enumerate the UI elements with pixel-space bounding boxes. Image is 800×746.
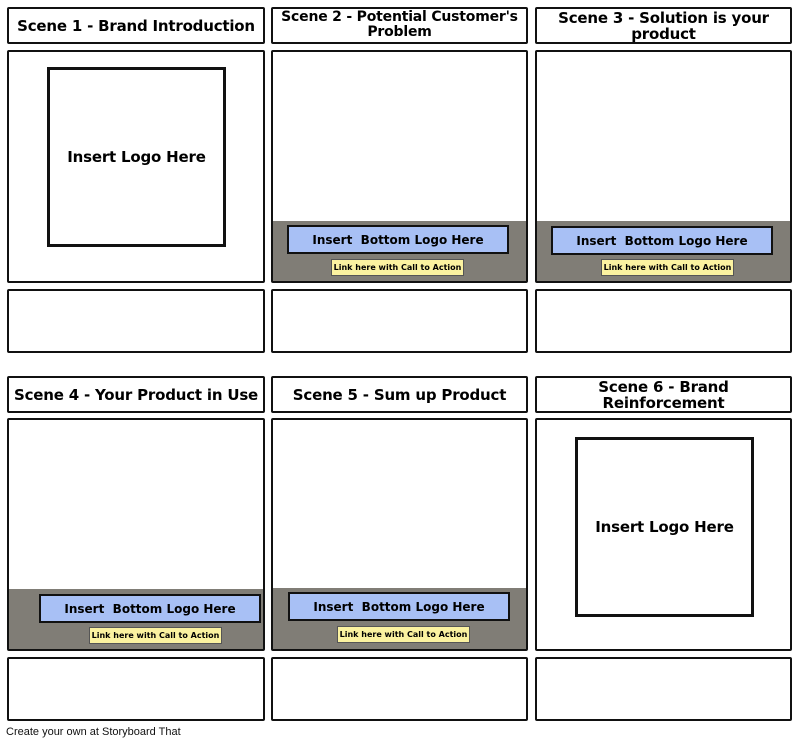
scene-5-cta-text: Link here with Call to Action bbox=[339, 630, 468, 639]
scene-1-caption[interactable] bbox=[7, 289, 265, 353]
scene-5-bottom-logo-text: Insert Bottom Logo Here bbox=[313, 599, 485, 614]
scene-3-title: Scene 3 - Solution is your product bbox=[535, 7, 792, 44]
scene-1-cell[interactable]: Insert Logo Here bbox=[7, 50, 265, 283]
scene-4-bottom-logo-text: Insert Bottom Logo Here bbox=[64, 601, 236, 616]
scene-5-caption[interactable] bbox=[271, 657, 528, 721]
scene-2-cta-link[interactable]: Link here with Call to Action bbox=[331, 259, 464, 276]
scene-4-bottom-logo: Insert Bottom Logo Here bbox=[39, 594, 261, 623]
scene-1-title-text: Scene 1 - Brand Introduction bbox=[17, 16, 255, 35]
scene-3-bottom-logo-text: Insert Bottom Logo Here bbox=[576, 233, 748, 248]
scene-2-bottom-logo: Insert Bottom Logo Here bbox=[287, 225, 509, 254]
scene-3-cta-link[interactable]: Link here with Call to Action bbox=[601, 259, 734, 276]
scene-4-cta-link[interactable]: Link here with Call to Action bbox=[89, 627, 222, 644]
scene-3-cta-text: Link here with Call to Action bbox=[603, 263, 732, 272]
scene-5-cta-link[interactable]: Link here with Call to Action bbox=[337, 626, 470, 643]
scene-6-logo-placeholder: Insert Logo Here bbox=[575, 437, 754, 617]
scene-1-logo-placeholder: Insert Logo Here bbox=[47, 67, 226, 247]
scene-1-title: Scene 1 - Brand Introduction bbox=[7, 7, 265, 44]
scene-1-logo-text: Insert Logo Here bbox=[67, 148, 206, 166]
scene-2-cell[interactable]: Insert Bottom Logo Here Link here with C… bbox=[271, 50, 528, 283]
scene-4-cell[interactable]: Insert Bottom Logo Here Link here with C… bbox=[7, 418, 265, 651]
scene-5-bottom-logo: Insert Bottom Logo Here bbox=[288, 592, 510, 621]
scene-5-title: Scene 5 - Sum up Product bbox=[271, 376, 528, 413]
scene-6-logo-text: Insert Logo Here bbox=[595, 518, 734, 536]
scene-2-bottom-logo-text: Insert Bottom Logo Here bbox=[312, 232, 484, 247]
scene-2-bottom-band: Insert Bottom Logo Here Link here with C… bbox=[273, 221, 526, 281]
scene-3-caption[interactable] bbox=[535, 289, 792, 353]
scene-3-bottom-logo: Insert Bottom Logo Here bbox=[551, 226, 773, 255]
scene-5-bottom-band: Insert Bottom Logo Here Link here with C… bbox=[273, 588, 526, 649]
scene-4-title: Scene 4 - Your Product in Use bbox=[7, 376, 265, 413]
scene-2-title: Scene 2 - Potential Customer's Problem bbox=[271, 7, 528, 44]
scene-2-cta-text: Link here with Call to Action bbox=[333, 263, 462, 272]
footer-credit[interactable]: Create your own at Storyboard That bbox=[6, 726, 181, 738]
scene-4-caption[interactable] bbox=[7, 657, 265, 721]
scene-3-title-text: Scene 3 - Solution is your product bbox=[558, 8, 769, 43]
scene-4-bottom-band: Insert Bottom Logo Here Link here with C… bbox=[9, 589, 263, 649]
scene-5-cell[interactable]: Insert Bottom Logo Here Link here with C… bbox=[271, 418, 528, 651]
scene-3-bottom-band: Insert Bottom Logo Here Link here with C… bbox=[537, 221, 790, 281]
scene-3-cell[interactable]: Insert Bottom Logo Here Link here with C… bbox=[535, 50, 792, 283]
scene-6-title-text: Scene 6 - Brand Reinforcement bbox=[598, 377, 729, 412]
scene-4-title-text: Scene 4 - Your Product in Use bbox=[13, 385, 259, 404]
scene-2-title-text: Scene 2 - Potential Customer's Problem bbox=[281, 9, 518, 40]
scene-4-cta-text: Link here with Call to Action bbox=[91, 631, 220, 640]
scene-6-caption[interactable] bbox=[535, 657, 792, 721]
scene-5-title-text: Scene 5 - Sum up Product bbox=[292, 385, 507, 404]
scene-6-cell[interactable]: Insert Logo Here bbox=[535, 418, 792, 651]
scene-2-caption[interactable] bbox=[271, 289, 528, 353]
scene-6-title: Scene 6 - Brand Reinforcement bbox=[535, 376, 792, 413]
